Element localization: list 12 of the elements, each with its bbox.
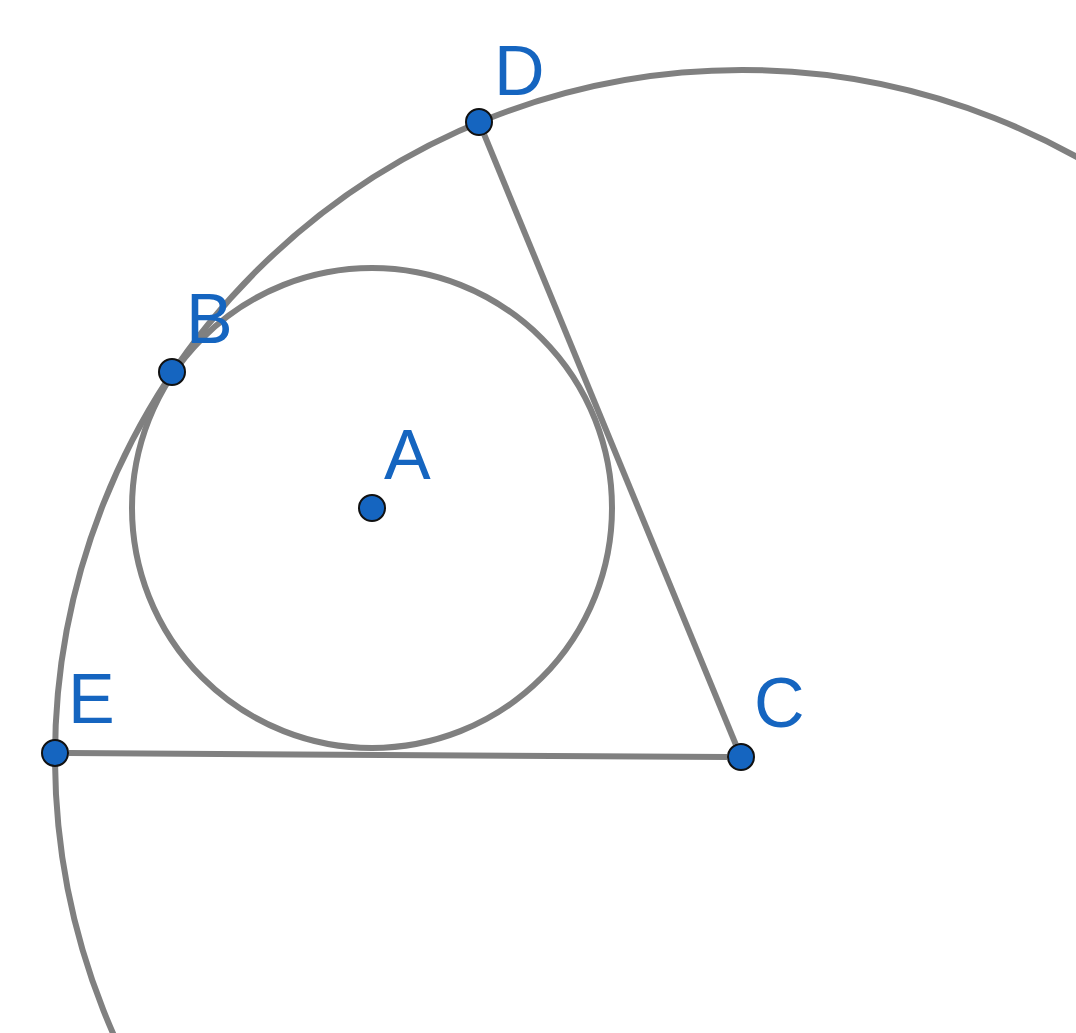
point-marker <box>358 494 386 522</box>
point-marker <box>41 739 69 767</box>
point-label: A <box>384 420 431 490</box>
point-marker <box>158 358 186 386</box>
point-label: B <box>186 284 233 354</box>
point-marker <box>727 743 755 771</box>
point-label: D <box>494 36 545 106</box>
line-segment <box>481 133 739 746</box>
point-label: C <box>754 668 805 738</box>
line-segment <box>69 750 727 760</box>
point-marker <box>465 108 493 136</box>
point-label: E <box>68 664 115 734</box>
